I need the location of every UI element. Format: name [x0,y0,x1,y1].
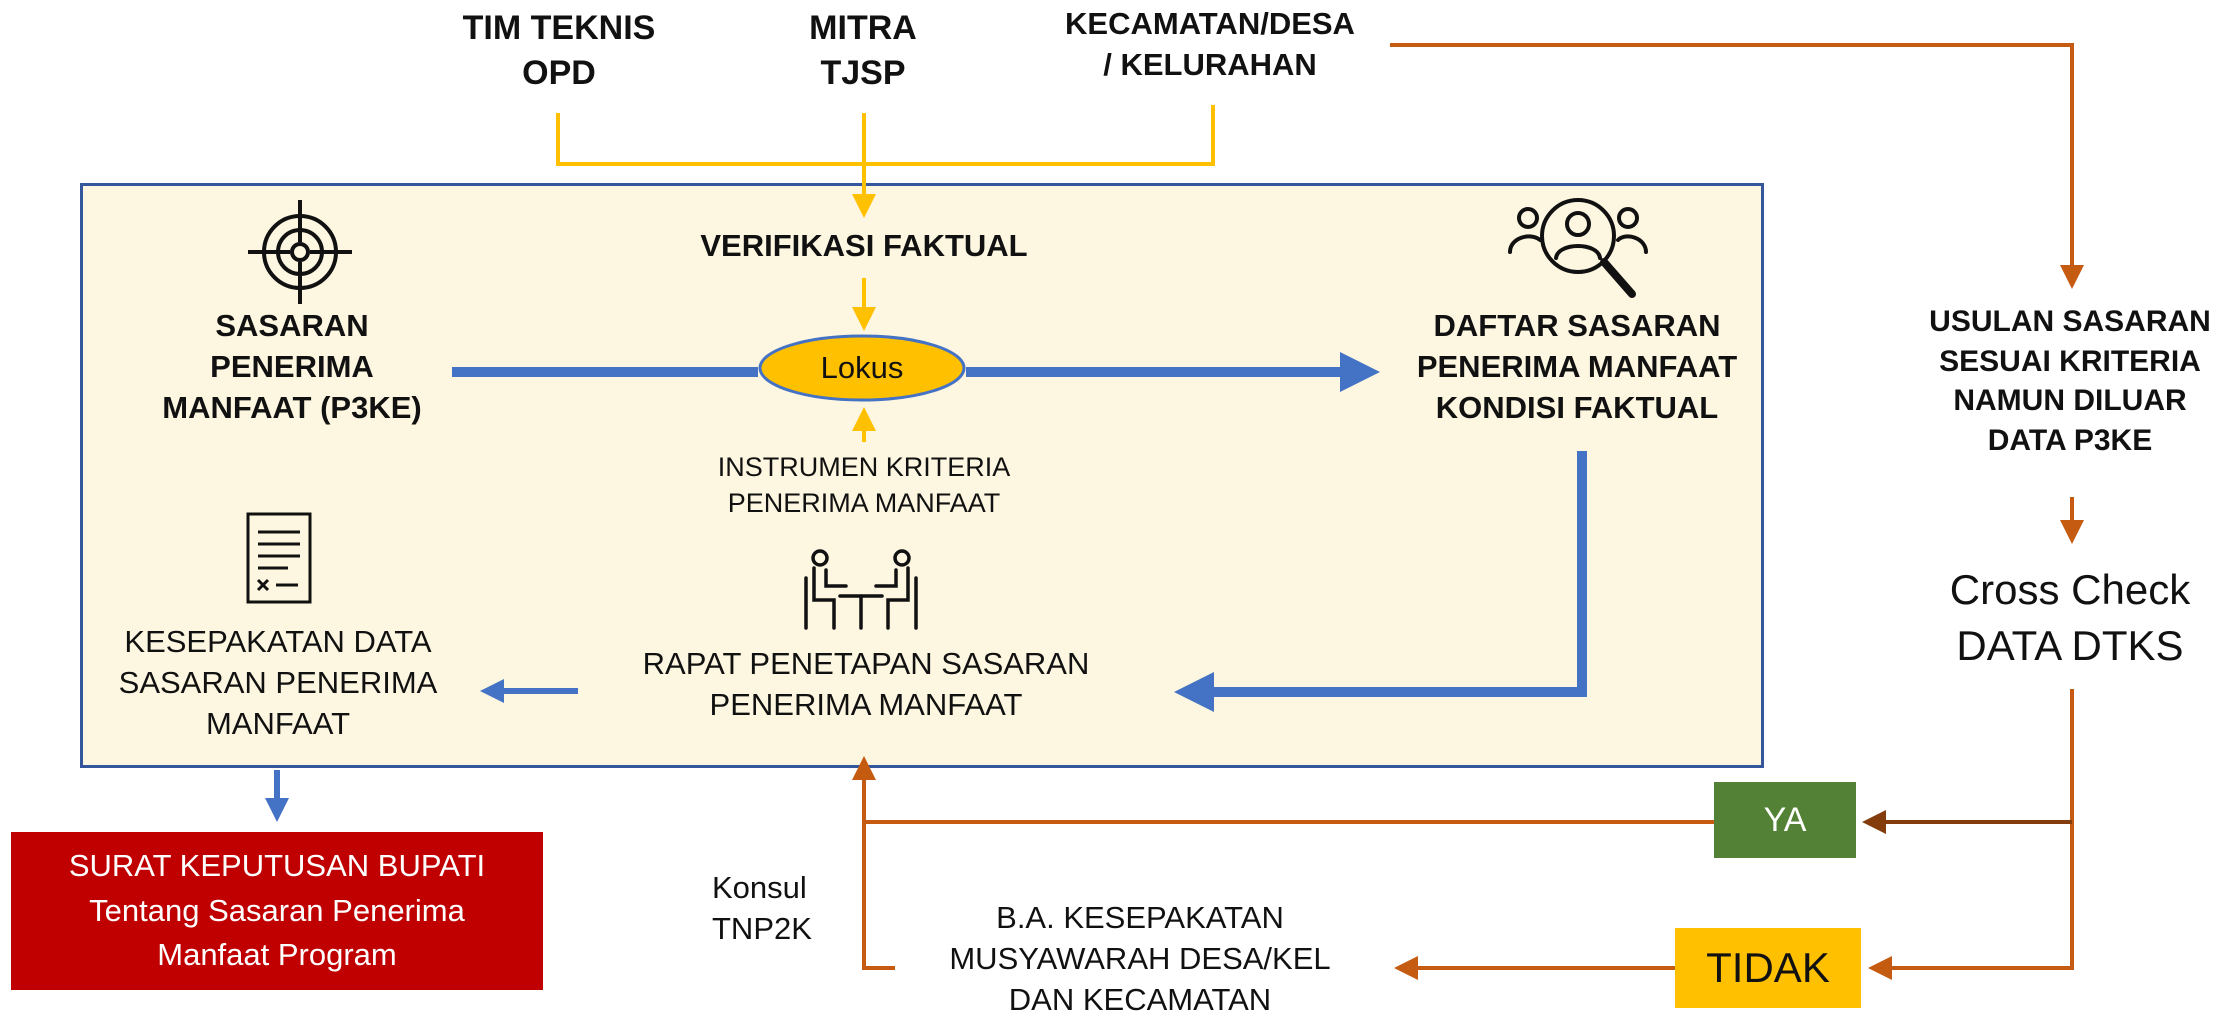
cross-check-dtks-label: Cross Check DATA DTKS [1949,566,2191,669]
meeting-icon [804,549,918,630]
usulan-sasaran-label: USULAN SASARAN SESUAI KRITERIA NAMUN DIL… [1929,305,2211,457]
ba-kesepakatan-label: B.A. KESEPAKATAN MUSYAWARAH DESA/KEL DAN… [949,900,1331,1017]
tidak-box: TIDAK [1675,928,1861,1008]
instrumen-kriteria-label: INSTRUMEN KRITERIA PENERIMA MANFAAT [717,452,1011,518]
daftar-sasaran-label: DAFTAR SASARAN PENERIMA MANFAAT KONDISI … [1416,308,1738,425]
lokus-label: Lokus [820,350,904,385]
source-tim-teknis: TIM TEKNIS OPD [462,9,656,92]
source-mitra-tjsp: MITRA TJSP [809,9,917,92]
sasaran-p3ke-label: SASARAN PENERIMA MANFAAT (P3KE) [162,308,422,425]
surat-keputusan-box: SURAT KEPUTUSAN BUPATI Tentang Sasaran P… [11,832,543,990]
target-icon [248,200,352,304]
yellow-connectors [556,105,1215,442]
rapat-penetapan-label: RAPAT PENETAPAN SASARAN PENERIMA MANFAAT [642,646,1090,722]
lokus-ellipse [758,334,966,402]
people-search-icon [1508,198,1648,298]
source-kecamatan: KECAMATAN/DESA / KELURAHAN [1065,6,1355,82]
main-process-panel [80,183,1764,768]
kesepakatan-data-label: KESEPAKATAN DATA SASARAN PENERIMA MANFAA… [118,624,438,741]
konsul-tnp2k-label: Konsul TNP2K [712,870,812,946]
document-icon [246,512,312,604]
ya-box: YA [1714,782,1856,858]
orange-connectors [852,43,2084,980]
verifikasi-faktual-label: VERIFIKASI FAKTUAL [700,228,1028,263]
blue-arrows [265,352,1587,822]
